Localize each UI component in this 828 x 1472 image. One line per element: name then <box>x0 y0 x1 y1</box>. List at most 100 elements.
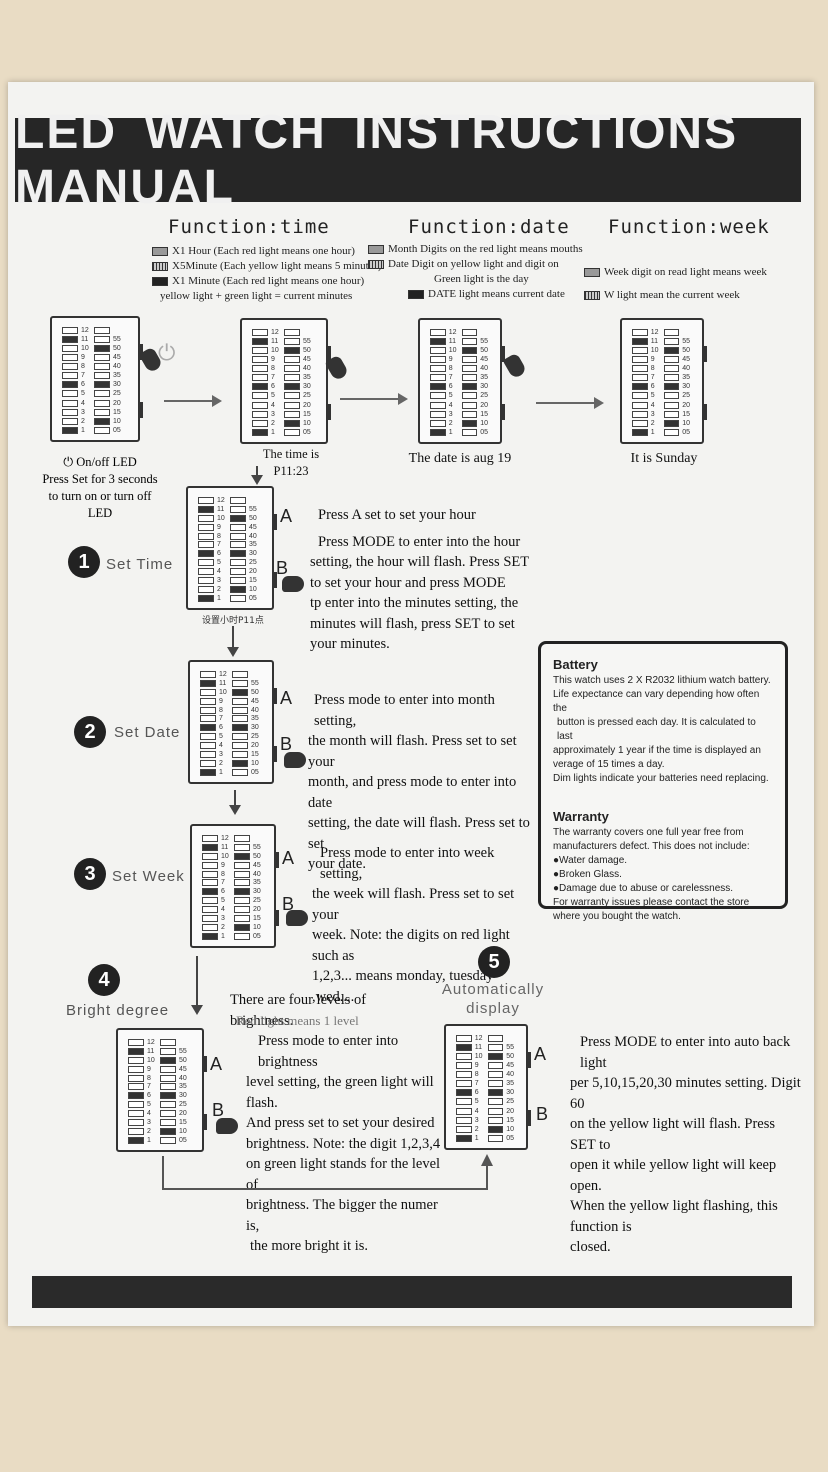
watch-button-b <box>273 746 277 762</box>
led-hour-label: 9 <box>219 697 223 705</box>
yellow-light-swatch <box>152 262 168 271</box>
led-hour-label: 5 <box>221 897 225 905</box>
led-light <box>487 1044 504 1052</box>
led-row: 9 45 <box>632 355 692 364</box>
step-5-label: Automatically display <box>426 980 560 1018</box>
led-minute-label: 40 <box>480 365 488 373</box>
led-minute-label: 45 <box>249 523 257 531</box>
led-light <box>461 365 478 373</box>
watch-button-b <box>527 1110 531 1126</box>
led-hour-label: 12 <box>219 670 227 678</box>
led-light <box>198 532 214 540</box>
led-light <box>252 428 268 436</box>
step-2-text: Press mode to enter into month setting, … <box>308 690 532 875</box>
led-light <box>94 417 110 425</box>
led-light <box>202 870 218 878</box>
step-1-line-1: Press A set to set your hour <box>318 507 476 523</box>
watch-button-b <box>275 910 279 926</box>
led-hour-label: 10 <box>474 1053 483 1061</box>
led-light <box>632 392 648 400</box>
led-hour-label: 10 <box>221 852 229 860</box>
led-light <box>128 1118 144 1126</box>
led-hour-label: 9 <box>650 356 655 364</box>
led-minute-label: 10 <box>253 923 261 931</box>
led-light <box>252 419 268 427</box>
led-hour-label: 8 <box>147 1074 151 1082</box>
warranty-line-5: ●Damage due to abuse or carelessness. <box>553 883 734 894</box>
led-hour-label: 2 <box>650 419 655 427</box>
power-text-line-2: to turn on or turn off LED <box>48 489 152 520</box>
led-light <box>202 888 218 896</box>
led-light <box>200 688 216 696</box>
led-minute-label: 35 <box>506 1080 514 1088</box>
led-light <box>252 365 268 373</box>
led-light <box>200 724 216 732</box>
date-legend-month: Month Digits on the red light means mout… <box>388 243 583 255</box>
led-minute-label: 55 <box>251 679 259 687</box>
led-hour-label: 8 <box>271 365 275 373</box>
led-light <box>62 363 78 371</box>
led-light <box>430 410 446 418</box>
led-minute-label: 10 <box>251 759 259 767</box>
led-light <box>94 345 110 353</box>
led-light <box>94 336 110 344</box>
led-light <box>456 1098 472 1106</box>
led-light <box>284 374 300 382</box>
led-minute-label: 45 <box>682 356 690 364</box>
led-light <box>94 390 110 398</box>
button-b-label: B <box>280 734 293 754</box>
led-light <box>430 401 446 409</box>
led-light <box>461 347 478 355</box>
led-hour-label: 9 <box>271 356 275 364</box>
led-minute-label: 40 <box>179 1074 187 1082</box>
led-light <box>128 1127 144 1135</box>
step-3-line-4: 1,2,3... means monday, tuesday ,wed.... <box>312 968 494 1005</box>
led-hour-label: 5 <box>271 392 275 400</box>
led-minute-label: 50 <box>179 1056 187 1064</box>
led-minute-label: 15 <box>113 408 121 416</box>
led-light <box>632 419 648 427</box>
led-minute-label: 50 <box>682 347 690 355</box>
led-light <box>234 834 250 842</box>
led-minute-label: 05 <box>113 426 121 434</box>
led-light <box>62 381 78 389</box>
led-minute-label: 15 <box>480 410 488 418</box>
led-light <box>461 419 478 427</box>
led-minute-label: 10 <box>682 419 690 427</box>
led-light <box>160 1127 176 1135</box>
led-minute-label: 30 <box>303 383 311 391</box>
led-minute-label: 10 <box>179 1127 187 1135</box>
led-light <box>632 410 648 418</box>
led-minute-label: 55 <box>303 338 311 346</box>
led-minute-label: 40 <box>113 363 121 371</box>
power-icon: ⏻ <box>158 340 176 365</box>
led-light <box>234 897 250 905</box>
step-3-line-2: the week will flash. Press set to set yo… <box>312 886 515 923</box>
led-row: 12 <box>456 1034 516 1043</box>
led-light <box>430 383 446 391</box>
led-light <box>234 852 250 860</box>
led-light <box>663 410 680 418</box>
led-light <box>232 706 248 714</box>
power-small-icon: ⏻ <box>63 455 74 469</box>
battery-warranty-box: Battery This watch uses 2 X R2032 lithiu… <box>538 641 788 922</box>
time-legend-5min: X5Minute (Each yellow light means 5 minu… <box>172 260 382 272</box>
led-hour-label: 12 <box>221 834 229 842</box>
led-light <box>461 356 478 364</box>
